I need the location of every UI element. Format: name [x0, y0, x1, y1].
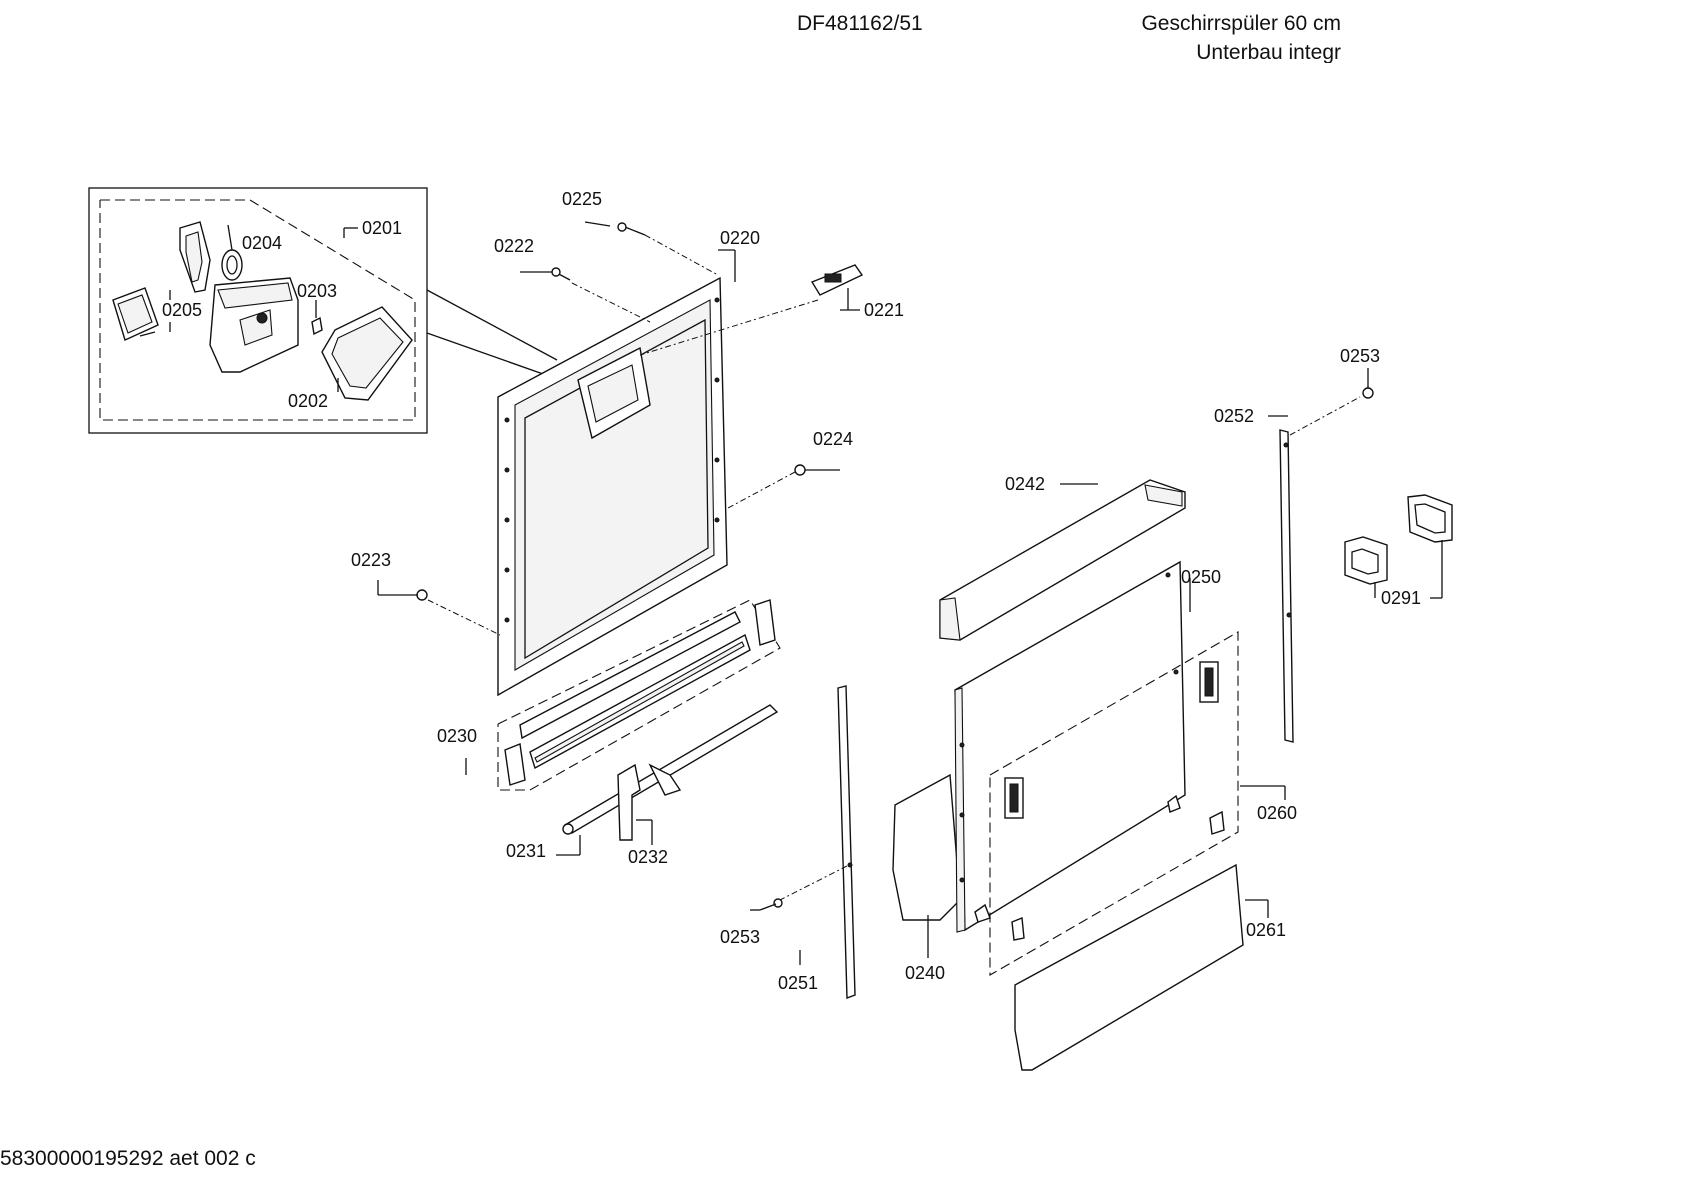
label-0223: 0223	[351, 550, 391, 570]
model-number: DF481162/51	[797, 12, 923, 35]
screw-0222	[551, 267, 651, 323]
label-0201: 0201	[362, 218, 402, 238]
label-0225: 0225	[562, 189, 602, 209]
product-subtitle: Unterbau integr	[1196, 41, 1341, 63]
control-module-0201	[209, 277, 299, 373]
rod-0231	[562, 704, 779, 835]
screw-0253-lower	[759, 898, 783, 911]
display-frame-0202	[321, 306, 413, 401]
screw-0225	[617, 222, 719, 276]
label-0222: 0222	[494, 236, 534, 256]
label-0253-upper: 0253	[1340, 346, 1380, 366]
document-code: 58300000195292 aet 002 c	[0, 1147, 256, 1170]
label-0260: 0260	[1257, 803, 1297, 823]
label-0261: 0261	[1246, 920, 1286, 940]
label-0231: 0231	[506, 841, 546, 861]
handle-0242	[939, 479, 1186, 641]
inset-detail-box	[88, 187, 561, 434]
label-0220: 0220	[720, 228, 760, 248]
label-0203: 0203	[297, 281, 337, 301]
leader-lines	[169, 221, 1443, 965]
front-panel-0250	[954, 560, 1186, 933]
label-0232: 0232	[628, 847, 668, 867]
product-title: Geschirrspüler 60 cm	[1141, 12, 1341, 35]
panel-0240	[892, 773, 961, 921]
label-0202: 0202	[288, 391, 328, 411]
side-rail-0252	[1279, 396, 1361, 743]
label-0205: 0205	[162, 300, 202, 320]
label-0291: 0291	[1381, 588, 1421, 608]
clips-0291	[1344, 494, 1453, 585]
bracket-0232	[617, 763, 682, 841]
label-0252: 0252	[1214, 406, 1254, 426]
screw-0224	[727, 464, 806, 509]
screw-0223	[416, 589, 501, 636]
side-rail-0251	[779, 685, 856, 999]
label-0240: 0240	[905, 963, 945, 983]
label-0253-lower: 0253	[720, 927, 760, 947]
label-0221: 0221	[864, 300, 904, 320]
screw-0253-upper	[1362, 387, 1374, 399]
label-0242: 0242	[1005, 474, 1045, 494]
cover-plate-0205	[112, 287, 159, 341]
decor-panel-0260	[989, 631, 1239, 976]
knob-0203	[311, 316, 323, 336]
label-0251: 0251	[778, 973, 818, 993]
door-latch-0221	[639, 264, 864, 356]
label-0204: 0204	[242, 233, 282, 253]
inner-door-0220	[497, 276, 728, 697]
trim-assembly-0230	[497, 599, 781, 791]
kick-panel-0261	[1014, 863, 1244, 1071]
label-0224: 0224	[813, 429, 853, 449]
label-0250: 0250	[1181, 567, 1221, 587]
label-0230: 0230	[437, 726, 477, 746]
seal-ring-0204	[179, 221, 243, 293]
